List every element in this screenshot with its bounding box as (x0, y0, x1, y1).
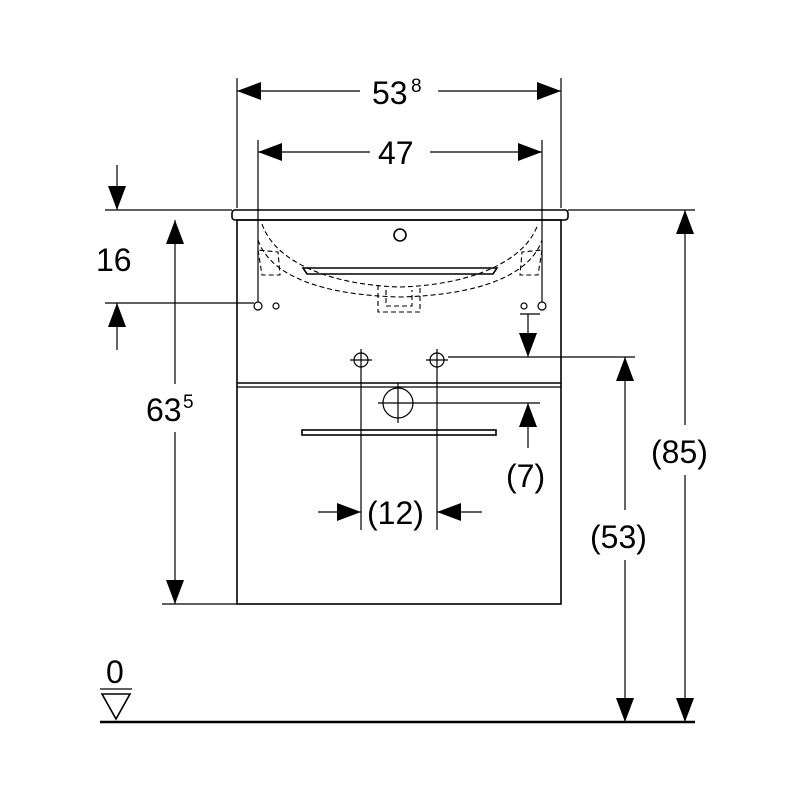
siphon-hidden (377, 285, 421, 313)
vanity-unit (231, 209, 569, 605)
fixing-point (253, 301, 263, 311)
overall-width-superscript: 8 (411, 76, 422, 97)
drawer-handle (301, 429, 497, 436)
level-marker-icon (100, 693, 132, 721)
top-gap-label: 16 (96, 242, 132, 278)
cabinet-body (236, 219, 562, 605)
total-height-label: (85) (651, 434, 708, 470)
dimension-total-height: (85) (651, 210, 708, 722)
extension-lines (105, 78, 695, 605)
basin-rim (231, 209, 569, 221)
waste-offset-label: (7) (506, 458, 545, 494)
overall-width-label: 53 (372, 75, 408, 111)
basin-bowl-hidden (261, 223, 539, 288)
mounting-points (350, 349, 448, 530)
mounting-crosshair-left (350, 349, 372, 371)
tap-hole (393, 228, 407, 242)
right-support-hidden (519, 249, 543, 276)
left-support-hidden (257, 249, 281, 276)
floor-level-label: 0 (106, 654, 124, 690)
cabinet-height-label: 63 (146, 392, 182, 428)
dimension-basin-width: 47 (258, 135, 542, 171)
waste-outlet-crosshair (378, 383, 418, 423)
basin-shelf (301, 267, 499, 275)
floor-level: 0 (100, 654, 695, 724)
mount-height-label: (53) (590, 519, 647, 555)
dimension-waste-offset: (7) (506, 314, 545, 494)
mounting-crosshair-right (426, 349, 448, 371)
dimension-overall-width: 53 8 (237, 75, 561, 111)
dimension-mount-spacing: (12) (318, 495, 482, 531)
mount-spacing-label: (12) (367, 495, 424, 531)
dimension-top-gap: 16 (96, 165, 132, 350)
cabinet-height-superscript: 5 (183, 392, 194, 413)
basin-width-label: 47 (378, 135, 414, 171)
dimension-cabinet-height: 63 5 (146, 220, 194, 604)
dimension-mount-height: (53) (590, 357, 647, 722)
